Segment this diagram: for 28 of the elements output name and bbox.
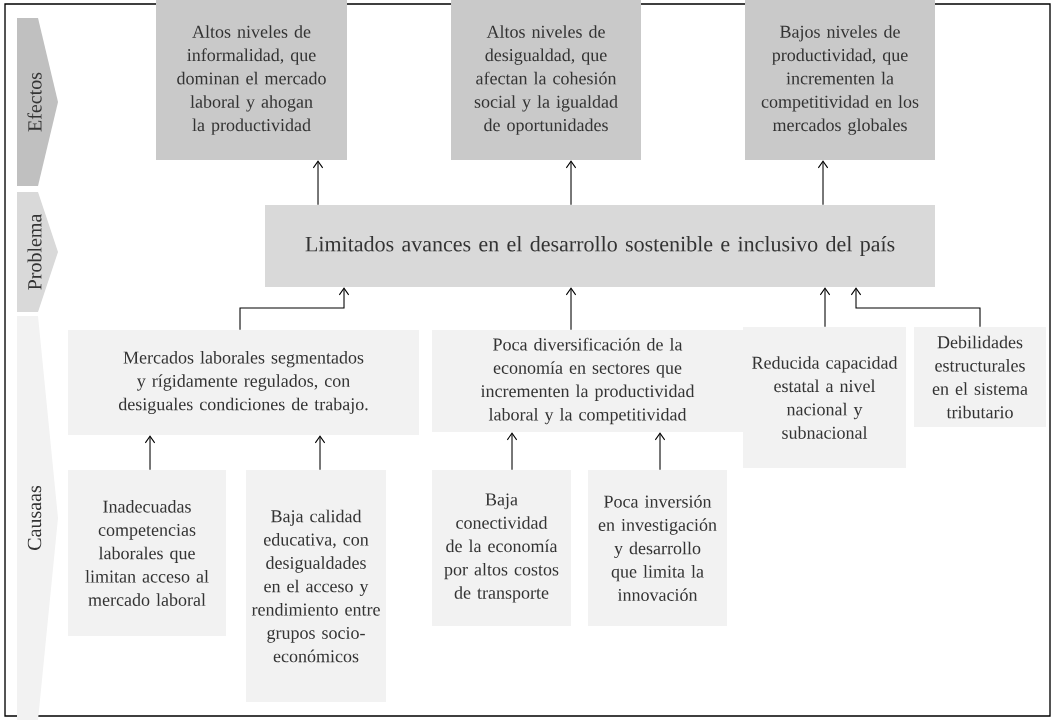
band-label: Efectos [17,18,58,186]
band-label: Problema [17,192,58,312]
node-label: Reducida capacidad estatal a nivel nacional y subnacional [752,356,898,439]
sub-cause-box: Inadecuadas competencias laborales que limitan acceso al mercado laboral [68,470,226,636]
node-label: Poca diversificación de la economía en sectores que incrementen la productividad laboral y la competitividad [480,337,695,425]
arrow [314,435,326,471]
effect-box: Altos niveles de desigualdad, que afectan la cohesión social y la igualdad de oportunidades [451,0,641,160]
cause-box: Poca diversificación de la economía en sectores que incrementen la productividad laboral y la competitividad [432,330,743,432]
cause-box: Reducida capacidad estatal a nivel nacional y subnacional [743,327,906,468]
arrow [144,435,156,471]
arrow [312,160,324,206]
arrow [654,432,666,471]
sub-cause-box: Baja calidad educativa, con desigualdades en el acceso y rendimiento entre grupos socio-económicos [246,470,386,702]
arrow [819,287,831,328]
arrow [565,287,577,331]
sub-cause-box: Baja conectividad de la economía por altos costos de transporte [432,470,571,626]
arrow [850,287,981,328]
effect-box: Bajos niveles de productividad, que incrementen la competitividad en los mercados globales [745,0,935,160]
effect-box: Altos niveles de informalidad, que dominan el mercado laboral y ahogan la productividad [156,0,347,160]
arrow [506,432,518,471]
arrow [565,160,577,206]
problem-box: Limitados avances en el desarrollo sostenible e inclusivo del país [265,205,935,287]
arrow [817,160,829,206]
band-label: Causaas [17,316,58,720]
cause-box: Debilidades estructurales en el sistema tributario [914,327,1046,427]
sub-cause-box: Poca inversión en investigación y desarrollo que limita la innovación [588,470,727,626]
cause-box: Mercados laborales segmentados y rígidamente regulados, con desiguales condiciones de trabajo. [68,330,419,435]
arrow [239,287,350,331]
